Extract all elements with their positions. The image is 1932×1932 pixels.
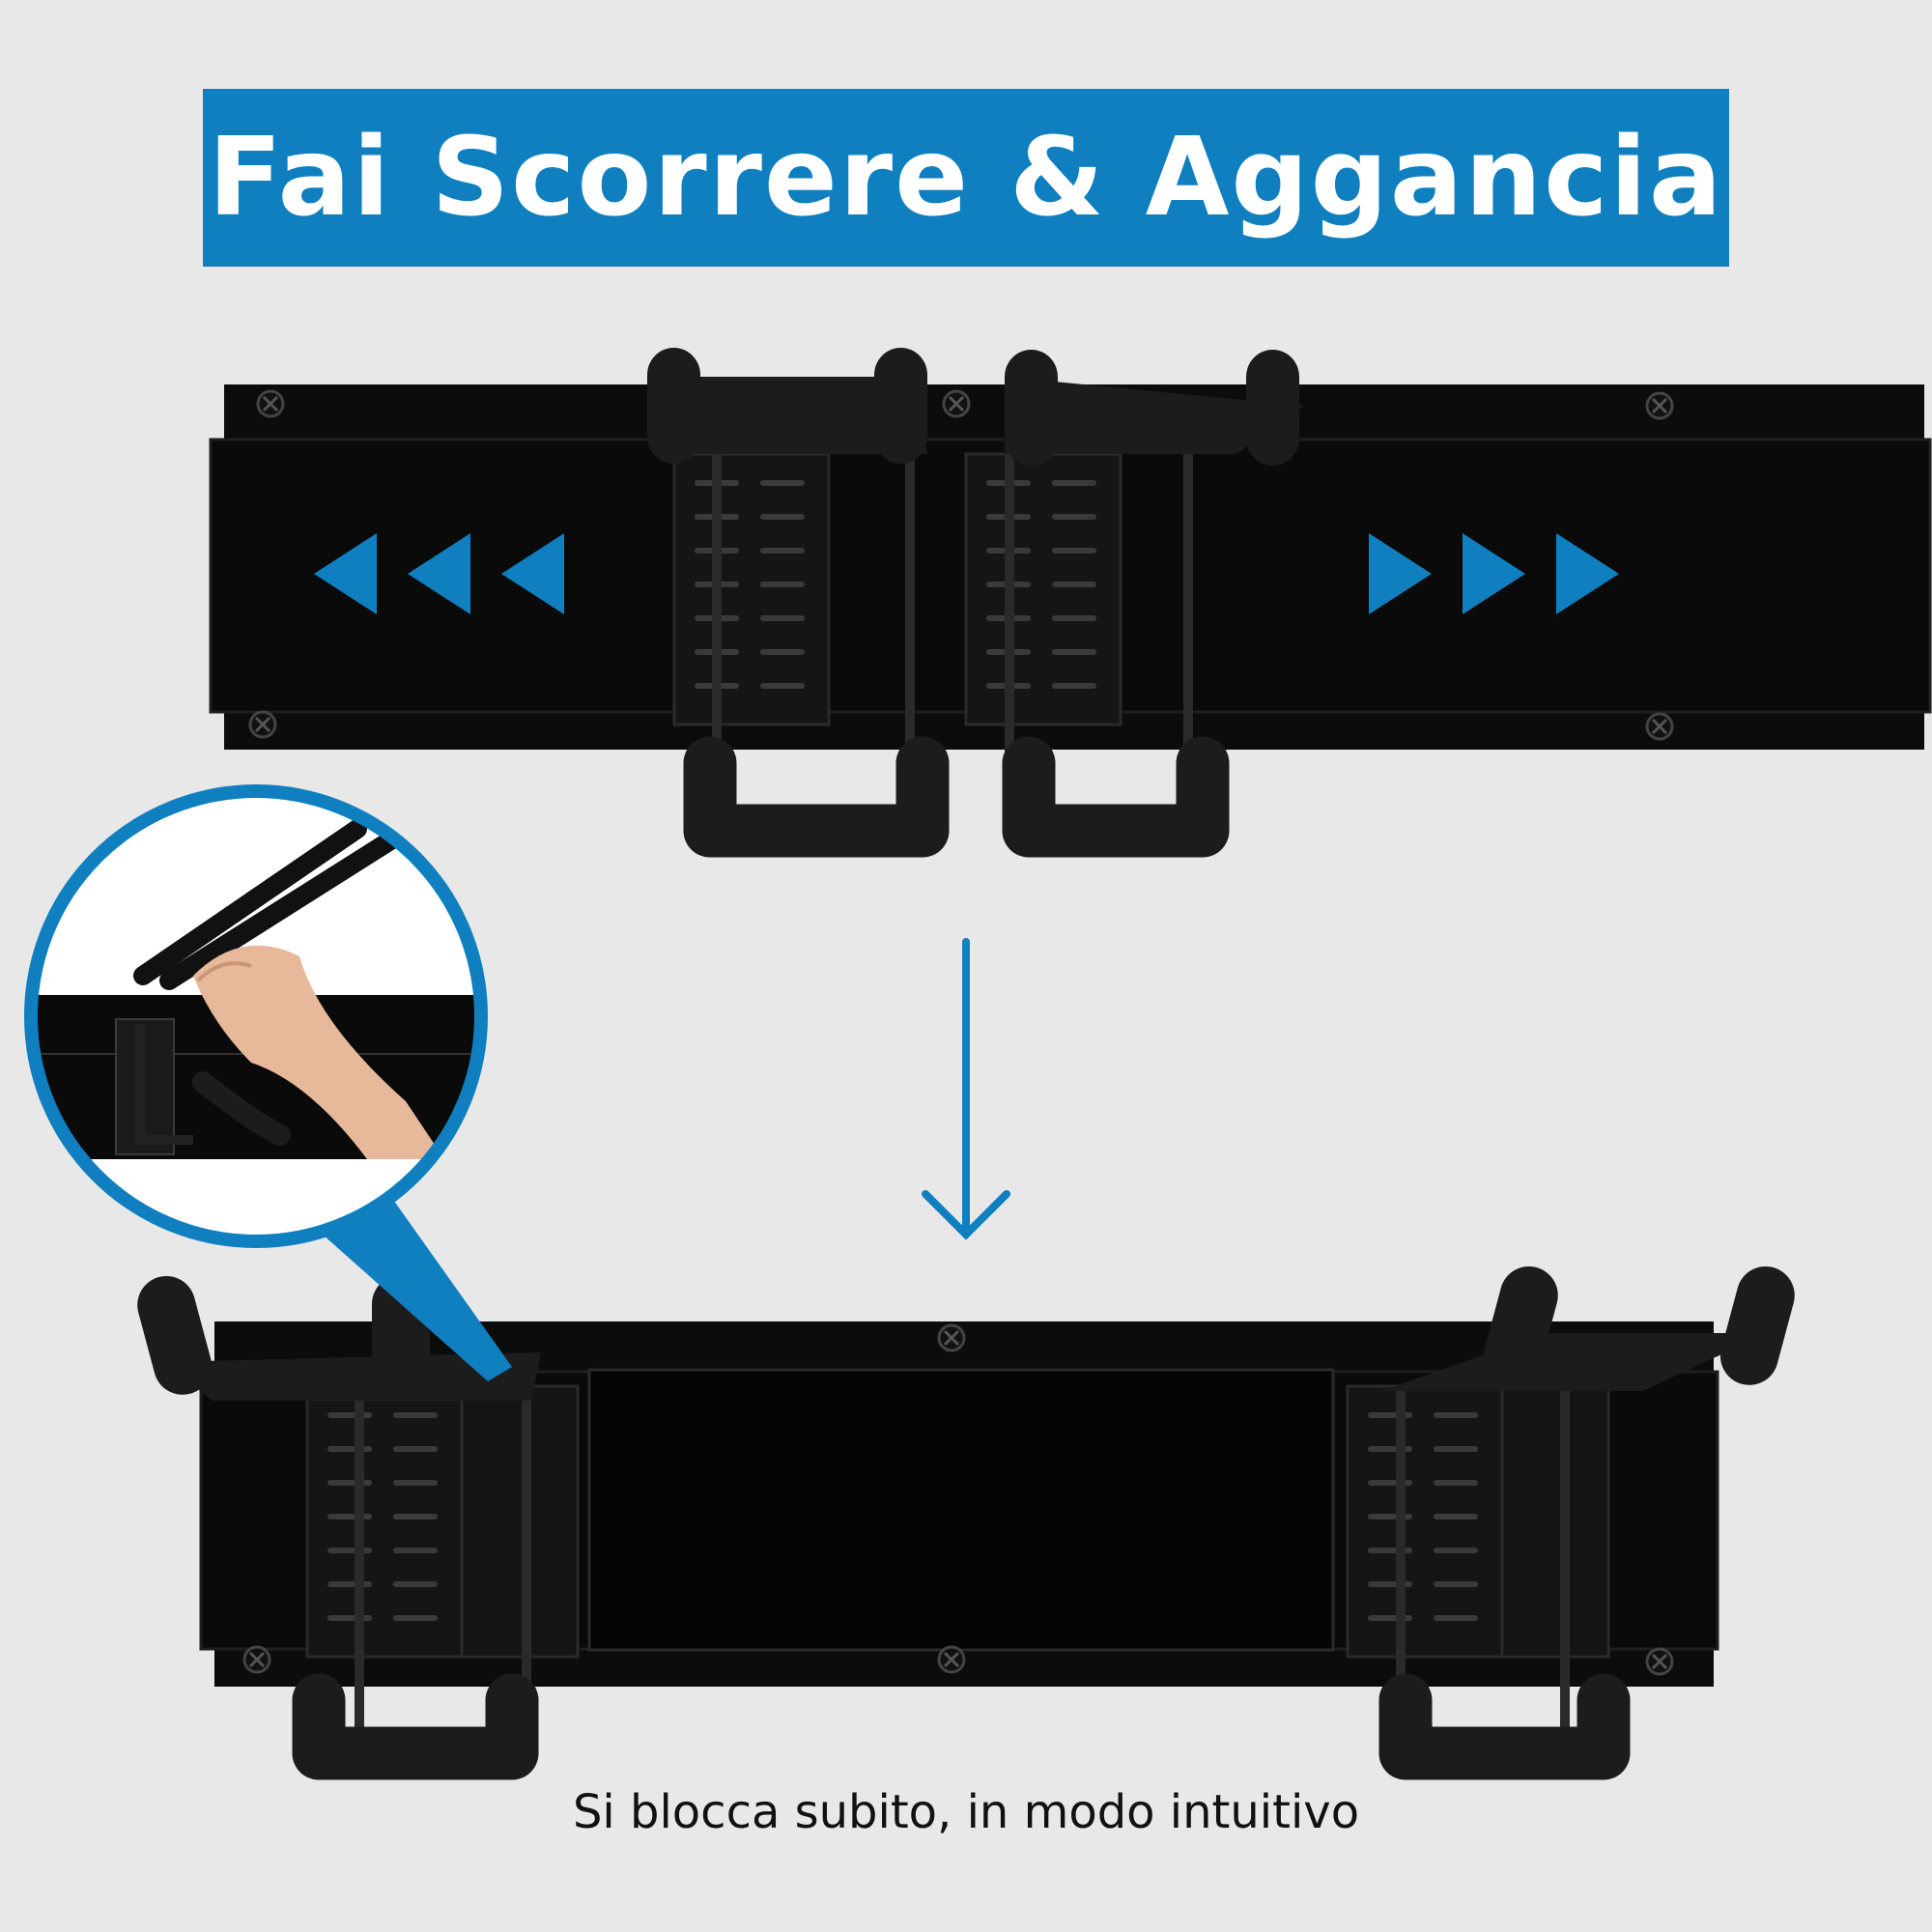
title-banner: Fai Scorrere & Aggancia: [203, 89, 1729, 267]
screw-icon: [1645, 712, 1674, 741]
screw-icon: [256, 389, 285, 418]
screw-icon: [937, 1645, 966, 1674]
title-text: Fai Scorrere & Aggancia: [208, 115, 1724, 241]
triple-right-triangle-icon: [1369, 533, 1619, 614]
screw-icon: [248, 710, 277, 739]
bottom-rail: [137, 1266, 1795, 1780]
hook-bottom-left: [137, 1275, 580, 1780]
arrow-down-icon: [922, 938, 1010, 1240]
screw-icon: [242, 1645, 271, 1674]
magnifier-callout: [24, 784, 512, 1381]
caption: Si blocca subito, in modo intuitivo: [572, 1785, 1360, 1839]
triple-left-triangle-icon: [314, 533, 564, 614]
hook-left: [647, 348, 950, 858]
hook-right: [966, 350, 1304, 858]
screw-icon: [1645, 391, 1674, 420]
top-rail: [209, 348, 1932, 858]
hook-bottom-right: [1348, 1266, 1795, 1780]
screw-icon: [937, 1323, 966, 1352]
screw-icon: [1645, 1647, 1674, 1676]
screw-icon: [942, 389, 971, 418]
